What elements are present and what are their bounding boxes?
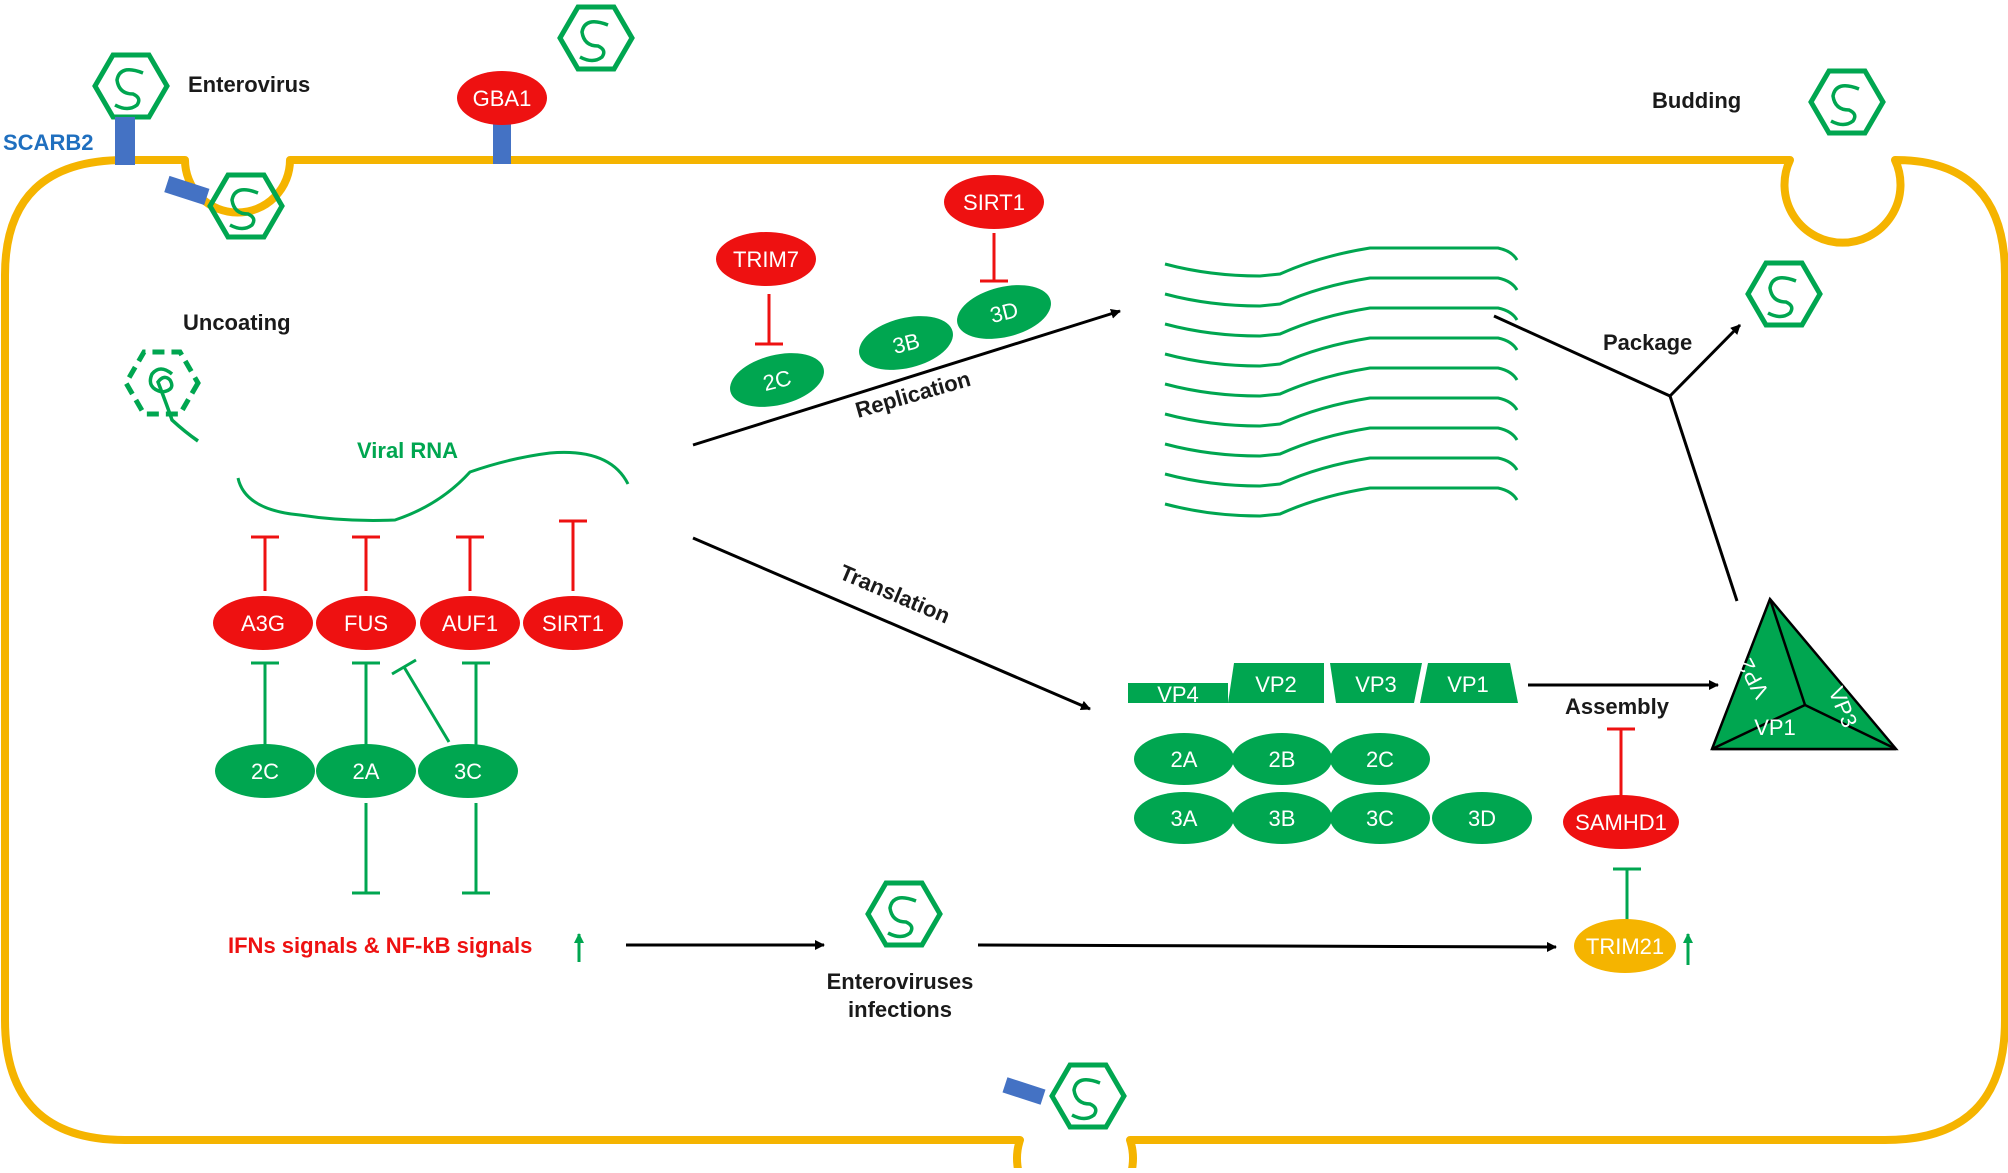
ns-2a-label: 2A: [1171, 747, 1198, 772]
assembly-label: Assembly: [1565, 694, 1670, 719]
vp1-shape: [1420, 663, 1518, 703]
virus-packaged: [1745, 260, 1823, 328]
bottom-receptor: [1002, 1077, 1046, 1105]
package-arrows: [1493, 314, 1742, 602]
virus-infections: [865, 880, 943, 948]
vp3-shape: [1330, 663, 1422, 703]
virus-budding: [1808, 68, 1886, 136]
capsid-triangle: [1710, 596, 1899, 751]
gba1-oval: [457, 71, 547, 125]
vp1-label: VP1: [1447, 672, 1489, 697]
capsid-vp1-label: VP1: [1754, 715, 1796, 740]
vp2-label: VP2: [1255, 672, 1297, 697]
virus-enterovirus-top: [92, 52, 170, 120]
scarb2-receptor: [115, 117, 135, 165]
replication-arrow: [692, 308, 1121, 447]
replication-2c-oval: [730, 353, 824, 407]
sirt1-label: SIRT1: [542, 611, 604, 636]
samhd1-label: SAMHD1: [1575, 810, 1667, 835]
scarb2-label: SCARB2: [3, 130, 93, 155]
ns-2b-oval: [1232, 733, 1332, 785]
ns-3a-oval: [1134, 792, 1234, 844]
gba1-label: GBA1: [473, 86, 532, 111]
replication-3b-oval: [859, 316, 953, 370]
scarb2-receptor-bound: [164, 175, 210, 206]
translation-label: Translation: [836, 560, 954, 629]
virus-bottom: [1049, 1062, 1127, 1130]
vp2-shape: [1228, 663, 1324, 703]
antagonist-3c-label: 3C: [454, 759, 482, 784]
ns-2c-label: 2C: [1366, 747, 1394, 772]
ns-3b-oval: [1232, 792, 1332, 844]
virus-uncoating: [123, 349, 201, 443]
sirt1-top-oval: [944, 175, 1044, 229]
auf1-oval: [420, 596, 520, 650]
virus-endocytosing: [207, 172, 285, 240]
ns-3b-label: 3B: [1269, 806, 1296, 831]
trim7-label: TRIM7: [733, 247, 799, 272]
viral-rna-strand: [236, 450, 630, 522]
antagonist-2c-oval: [215, 744, 315, 798]
replicated-rna-strands: [1164, 246, 1519, 518]
antagonist-2a-oval: [316, 744, 416, 798]
fus-label: FUS: [344, 611, 388, 636]
trim21-inhibition: [1613, 867, 1641, 920]
auf1-label: AUF1: [442, 611, 498, 636]
uncoating-label: Uncoating: [183, 310, 291, 335]
antagonist-2a-label: 2A: [353, 759, 380, 784]
enterovirus-label: Enterovirus: [188, 72, 310, 97]
gba1-stalk: [493, 122, 511, 164]
trim7-inhibition: [755, 294, 783, 346]
ns-2a-oval: [1134, 733, 1234, 785]
host-inhibition-lines: [251, 519, 587, 591]
vp4-shape: [1128, 683, 1228, 703]
ns-2c-oval: [1330, 733, 1430, 785]
infections-label-line1: Enteroviruses: [827, 969, 974, 994]
budding-label: Budding: [1652, 88, 1741, 113]
a3g-label: A3G: [241, 611, 285, 636]
infection-to-trim21-arrow: [977, 941, 1557, 952]
ns-3d-oval: [1432, 792, 1532, 844]
sirt1-top-inhibition: [980, 233, 1008, 283]
ifn-signals-label: IFNs signals & NF-kB signals: [228, 933, 532, 958]
sirt1-top-label: SIRT1: [963, 190, 1025, 215]
antagonist-3c-oval: [418, 744, 518, 798]
translation-arrow: [692, 536, 1091, 711]
ns-2b-label: 2B: [1269, 747, 1296, 772]
antagonist-2c-label: 2C: [251, 759, 279, 784]
a3g-oval: [213, 596, 313, 650]
replication-3d-oval: [957, 285, 1051, 339]
samhd1-inhibition: [1607, 727, 1635, 796]
ns-3c-oval: [1330, 792, 1430, 844]
fus-oval: [316, 596, 416, 650]
samhd1-oval: [1563, 795, 1679, 849]
vp3-label: VP3: [1355, 672, 1397, 697]
sirt1-oval: [523, 596, 623, 650]
trim21-oval: [1574, 919, 1676, 973]
ns-3c-label: 3C: [1366, 806, 1394, 831]
cell-membrane: [1, 156, 2008, 1173]
ns-3a-label: 3A: [1171, 806, 1198, 831]
virus-extracellular: [557, 4, 635, 72]
ns-3d-label: 3D: [1468, 806, 1496, 831]
viral-rna-label: Viral RNA: [357, 438, 458, 463]
infections-label-line2: infections: [848, 997, 952, 1022]
viral-inhibition-lines: [251, 658, 490, 895]
trim21-label: TRIM21: [1586, 934, 1664, 959]
vp4-label: VP4: [1157, 682, 1199, 707]
package-label: Package: [1603, 330, 1692, 355]
trim7-oval: [716, 232, 816, 286]
